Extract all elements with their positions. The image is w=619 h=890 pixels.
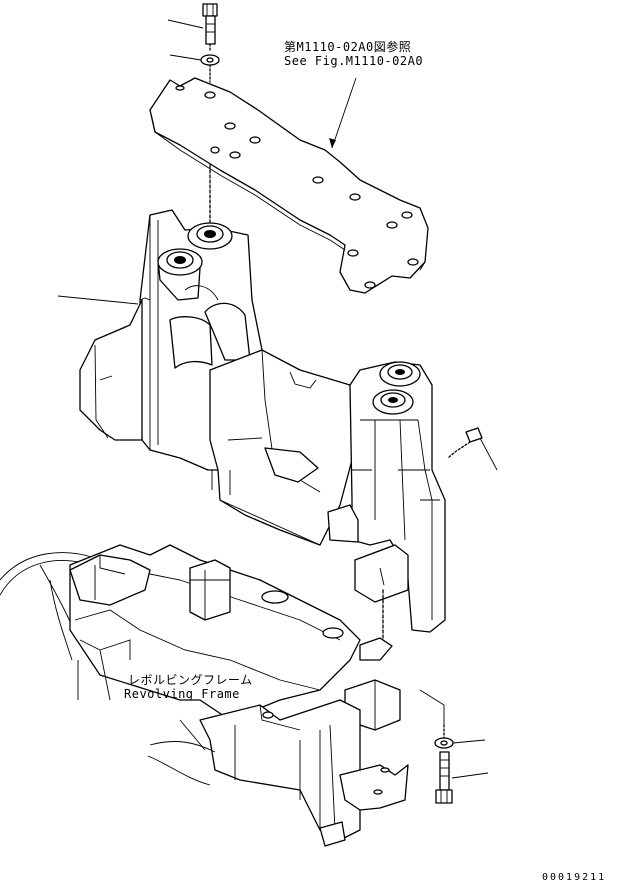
- washer-leader-line: [169, 54, 202, 61]
- frame-leader-line: [179, 719, 206, 751]
- bottom-bolt-leader: [451, 772, 489, 779]
- frame-label-en: Revolving Frame: [124, 687, 240, 701]
- bottom-washer-leader: [452, 739, 486, 744]
- reference-label-en: See Fig.M1110-02A0: [284, 54, 424, 68]
- revolving-frame: [0, 544, 409, 847]
- frame-label-jp: レボルビングフレーム: [128, 673, 253, 687]
- bottom-bolt: [435, 751, 453, 804]
- mounting-plate: [149, 77, 429, 294]
- bracket-assembly: [79, 209, 446, 633]
- reference-leader-line: [331, 77, 357, 149]
- drawing-number: 00019211: [542, 872, 607, 883]
- reference-label-jp: 第M1110-02A0図参照: [284, 40, 412, 54]
- top-bolt: [202, 3, 218, 53]
- top-washer: [200, 54, 220, 66]
- side-bolt: [447, 427, 483, 459]
- bracket-leader-line: [57, 295, 139, 305]
- bottom-washer: [434, 737, 454, 749]
- bolt-leader-line: [167, 19, 204, 29]
- side-bolt-leader-line: [479, 437, 498, 471]
